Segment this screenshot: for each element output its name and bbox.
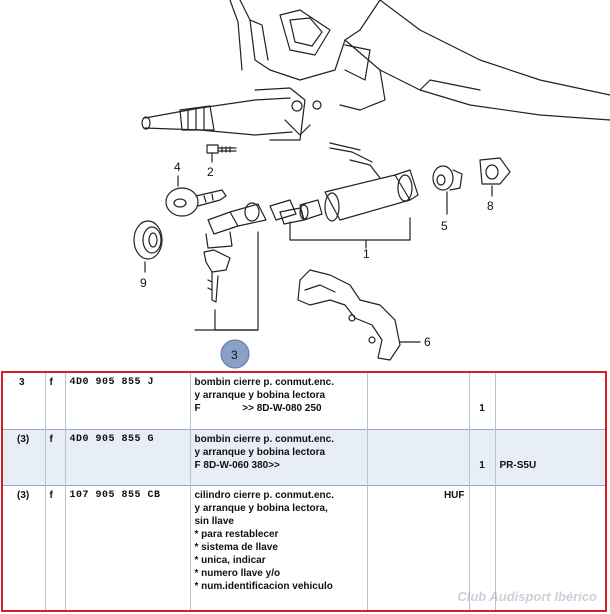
part-8-connector <box>479 157 511 197</box>
unit-cell: HUF <box>367 485 470 610</box>
flag-cell: f <box>45 485 66 610</box>
parts-table: 3 f 4D0 905 855 J bombin cierre p. conmu… <box>1 371 607 612</box>
part-number-cell: 4D0 905 855 G <box>65 429 191 485</box>
callout-3-highlight[interactable]: 3 <box>220 339 250 369</box>
description-line: * unica, indicar <box>194 554 266 566</box>
callout-3: 3 <box>231 348 238 362</box>
part-number-cell: 4D0 905 855 J <box>65 373 191 429</box>
unit-cell <box>367 373 470 429</box>
description-line: * numero llave y/o <box>194 567 281 579</box>
callout-4: 4 <box>174 160 181 174</box>
part-number-cell: 107 905 855 CB <box>65 485 191 610</box>
flag-cell: f <box>45 373 66 429</box>
callout-5: 5 <box>441 219 448 233</box>
callout-9: 9 <box>140 276 147 290</box>
code-cell <box>495 485 605 610</box>
description-line: F 8D-W-060 380>> <box>194 459 280 471</box>
part-6-bracket <box>297 269 421 361</box>
code-value: PR-S5U <box>499 459 537 471</box>
description-cell: bombin cierre p. conmut.enc. y arranque … <box>190 429 368 485</box>
pos-cell: (3) <box>3 485 46 610</box>
callout-2: 2 <box>207 165 214 179</box>
table-row[interactable]: 3 f 4D0 905 855 J bombin cierre p. conmu… <box>3 373 605 429</box>
parts-exploded-diagram: 4 2 9 1 5 8 6 3 <box>133 0 610 369</box>
description-line: y arranque y bobina lectora <box>194 446 326 458</box>
description-line: * sistema de llave <box>194 541 278 553</box>
unit-cell <box>367 429 470 485</box>
description-cell: cilindro cierre p. conmut.enc. y arranqu… <box>190 485 368 610</box>
code-cell <box>495 373 605 429</box>
description-line: F >> 8D-W-080 250 <box>194 403 322 414</box>
quantity-value: 1 <box>479 403 485 414</box>
code-cell: PR-S5U <box>495 429 605 485</box>
description-line: y arranque y bobina lectora <box>194 390 326 401</box>
part-4-key <box>165 175 227 217</box>
flag-cell: f <box>45 429 66 485</box>
description-line: * para restablecer <box>194 528 279 540</box>
description-line: bombin cierre p. conmut.enc. <box>194 377 334 388</box>
part-9-ring <box>133 220 163 273</box>
dashboard-frame <box>229 0 610 121</box>
callout-6: 6 <box>424 335 431 349</box>
quantity-cell: 1 <box>469 429 496 485</box>
description-line: cilindro cierre p. conmut.enc. <box>194 489 334 501</box>
part-5-switch-body <box>432 165 463 215</box>
table-row[interactable]: (3) f 107 905 855 CB cilindro cierre p. … <box>3 485 605 610</box>
description-line: * num.identificacion vehiculo <box>194 580 333 592</box>
quantity-cell: 1 <box>469 373 496 429</box>
pos-cell: 3 <box>3 373 46 429</box>
callout-1: 1 <box>363 247 370 261</box>
part-1-ignition-switch <box>279 147 419 249</box>
callout-8: 8 <box>487 199 494 213</box>
part-2-screw <box>206 144 237 163</box>
pos-cell: (3) <box>3 429 46 485</box>
quantity-value: 1 <box>479 459 485 471</box>
quantity-cell <box>469 485 496 610</box>
steering-column <box>141 87 322 141</box>
description-line: sin llave <box>194 515 234 527</box>
table-row[interactable]: (3) f 4D0 905 855 G bombin cierre p. con… <box>3 429 605 485</box>
description-cell: bombin cierre p. conmut.enc. y arranque … <box>190 373 368 429</box>
description-line: bombin cierre p. conmut.enc. <box>194 433 334 445</box>
description-line: y arranque y bobina lectora, <box>194 502 328 514</box>
